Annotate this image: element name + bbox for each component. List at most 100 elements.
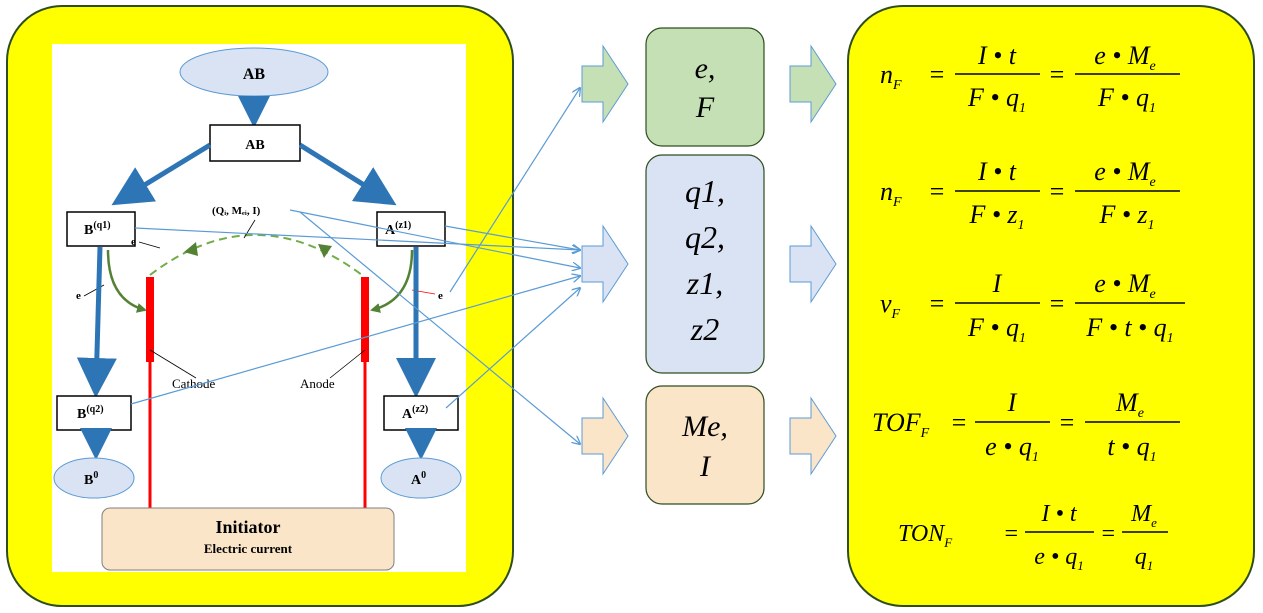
formula-4-eq2: =	[1058, 408, 1076, 437]
formula-4: TOFF = I e • q1 = Me t • q1	[872, 388, 1180, 465]
arrow-b-q1-to-b-q2	[76, 246, 117, 398]
electron-label-left: e	[76, 290, 81, 302]
ab-box	[209, 124, 301, 162]
initiator-title: Initiator	[216, 517, 281, 537]
curved-arrow-left	[106, 249, 147, 313]
arc-arrowhead-right	[318, 244, 332, 258]
arrow-ab-to-a	[298, 142, 397, 206]
block-arrow-orange-out	[789, 396, 837, 476]
link-bq2-to-blue	[130, 276, 580, 405]
formula-3-eq1: =	[928, 289, 946, 318]
formula-5-den2: q1	[1135, 544, 1154, 573]
block-arrow-blue-out	[789, 224, 837, 304]
arc-arrowhead-left	[184, 242, 198, 256]
orange-line-1: Me,	[681, 410, 728, 443]
b-q2-label: B(q2)	[77, 404, 104, 422]
formula-4-den1: e • q1	[985, 432, 1039, 465]
formula-1: nF = I • t F • q1 = e • Me F • q1	[880, 41, 1180, 116]
formula-1-eq2: =	[1048, 60, 1066, 89]
a0-ellipse	[380, 457, 462, 499]
formula-3-den1: F • q1	[967, 313, 1026, 346]
formula-4-lhs: TOFF	[872, 408, 930, 441]
electron-leader-top	[138, 241, 161, 249]
formula-2: nF = I • t F • z1 = e • Me F • z1	[880, 157, 1180, 233]
a0-label: A0	[411, 470, 426, 488]
formula-3-num1: I	[992, 269, 1003, 298]
formula-4-den2: t • q1	[1107, 432, 1156, 465]
b-q2-box	[56, 395, 132, 431]
formula-2-eq1: =	[928, 177, 946, 206]
formula-5-lhs: TONF	[898, 521, 953, 550]
formula-5-eq1: =	[1003, 521, 1019, 547]
green-box	[645, 27, 765, 147]
orange-line-2: I	[699, 450, 712, 483]
formula-2-den1: F • z1	[968, 200, 1024, 233]
formula-3-den2: F • t • q1	[1085, 313, 1173, 346]
link-params-to-orange	[299, 211, 580, 444]
formula-2-num2: e • Me	[1094, 157, 1156, 190]
curved-arrow-right	[370, 249, 414, 313]
cathode-leader	[149, 349, 197, 379]
b-q1-box	[66, 211, 136, 247]
ab-ellipse-label: AB	[243, 66, 266, 83]
initiator-box	[101, 507, 395, 571]
a-z1-box	[376, 211, 446, 247]
electron-transfer-arc	[149, 234, 363, 276]
b-q1-label: B(q1)	[84, 220, 111, 238]
initiator-subtitle: Electric current	[204, 541, 293, 556]
link-az1-to-blue	[444, 225, 580, 250]
formula-5-num2: Me	[1130, 501, 1157, 530]
electron-label-right: e	[438, 290, 443, 302]
cathode-electrode	[146, 277, 154, 362]
blue-line-z2: z2	[690, 311, 719, 347]
formula-3-eq2: =	[1048, 289, 1066, 318]
formula-1-eq1: =	[928, 60, 946, 89]
arrow-ab-to-b	[111, 142, 212, 206]
block-arrow-orange-in	[581, 396, 629, 476]
electron-label-top: e	[131, 236, 136, 248]
formula-2-eq2: =	[1048, 177, 1066, 206]
blue-line-q1: q1,	[685, 173, 725, 209]
anode-label: Anode	[300, 376, 335, 391]
ab-box-label: AB	[245, 138, 264, 153]
link-az2-to-blue	[445, 288, 580, 409]
green-line-2: F	[695, 91, 715, 124]
right-panel	[847, 5, 1255, 607]
formula-1-den2: F • q1	[1097, 83, 1156, 116]
link-e-to-green	[449, 88, 580, 293]
formula-4-num1: I	[1007, 388, 1018, 417]
blue-line-q2: q2,	[685, 219, 725, 255]
formula-3-num2: e • Me	[1094, 269, 1156, 302]
orange-box	[645, 385, 765, 505]
formula-5-num1: I • t	[1040, 501, 1077, 527]
params-label: (Qᵢ, Mₑᵢ, I)	[212, 205, 261, 217]
formula-1-den1: F • q1	[967, 83, 1026, 116]
green-line-1: e,	[695, 52, 716, 85]
formula-4-num2: Me	[1115, 388, 1144, 421]
anode-electrode	[361, 277, 369, 362]
cathode-label: Cathode	[172, 376, 216, 391]
formula-1-num1: I • t	[977, 41, 1017, 70]
link-params-to-blue	[289, 209, 580, 268]
block-arrow-blue-in	[581, 224, 629, 304]
formula-2-lhs: nF	[880, 177, 902, 210]
formula-3-lhs: vF	[880, 289, 901, 322]
blue-line-z1: z1,	[686, 265, 723, 301]
b0-label: B0	[84, 470, 98, 488]
block-arrow-green-out	[789, 44, 837, 124]
formula-2-den2: F • z1	[1098, 200, 1154, 233]
formula-1-num2: e • Me	[1094, 41, 1156, 74]
formula-5-eq2: =	[1100, 521, 1116, 547]
b0-ellipse	[53, 457, 135, 499]
link-bq1-to-blue	[134, 227, 580, 250]
params-leader	[243, 219, 256, 239]
formula-5: TONF = I • t e • q1 = Me q1	[898, 501, 1168, 573]
formula-5-den1: e • q1	[1034, 544, 1084, 573]
formula-3: vF = I F • q1 = e • Me F • t • q1	[880, 269, 1185, 346]
block-arrow-green-in	[581, 44, 629, 124]
a-z2-label: A(z2)	[402, 404, 428, 422]
formula-1-lhs: nF	[880, 60, 902, 93]
formula-4-eq1: =	[950, 408, 968, 437]
blue-box	[645, 154, 765, 374]
